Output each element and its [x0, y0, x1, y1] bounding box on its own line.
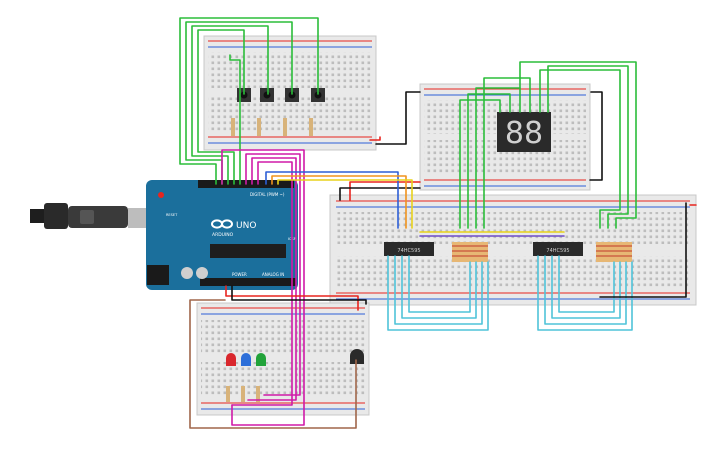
shift-register-left: 74HC595	[384, 242, 434, 256]
arduino-uno-label: UNO	[236, 221, 256, 231]
breadboard-leds	[196, 302, 370, 416]
wires-green	[179, 17, 637, 229]
wires-brown	[189, 299, 357, 429]
chip-right-label: 74HC595	[546, 248, 569, 254]
arduino-digital-label: DIGITAL (PWM ~)	[250, 192, 285, 197]
wires-magenta	[221, 149, 305, 426]
wires-signal	[265, 171, 565, 237]
green-led-icon	[256, 353, 266, 366]
red-led-icon	[226, 353, 236, 366]
arduino-brand-label: ARDUINO	[212, 232, 234, 238]
push-button-4[interactable]	[311, 88, 325, 102]
button-resistors	[231, 118, 313, 136]
push-button-3[interactable]	[285, 88, 299, 102]
shift-register-right: 74HC595	[533, 242, 583, 256]
temperature-sensor-icon	[350, 349, 364, 364]
arduino-infinity-logo	[211, 219, 233, 229]
push-button-2[interactable]	[260, 88, 274, 102]
wires-teal	[387, 255, 633, 331]
led-resistors	[226, 386, 260, 402]
arduino-analog-label: ANALOG IN	[262, 272, 284, 277]
breadboard-buttons	[203, 35, 377, 151]
blue-led-icon	[241, 353, 251, 366]
wires-power-red	[225, 136, 697, 311]
arduino-board: UNO ARDUINO DIGITAL (PWM ~) POWER ANALOG…	[146, 180, 298, 290]
chip-left-label: 74HC595	[397, 248, 420, 254]
usb-cable-icon	[30, 203, 158, 229]
segment-resistors	[452, 242, 632, 262]
wires-black	[231, 91, 687, 305]
breadboard-display	[419, 83, 591, 191]
arduino-power-label: POWER	[232, 272, 247, 277]
arduino-reset-label: RESET	[166, 213, 178, 217]
seven-segment-display: 88	[497, 112, 551, 152]
display-digits: 88	[505, 116, 543, 151]
